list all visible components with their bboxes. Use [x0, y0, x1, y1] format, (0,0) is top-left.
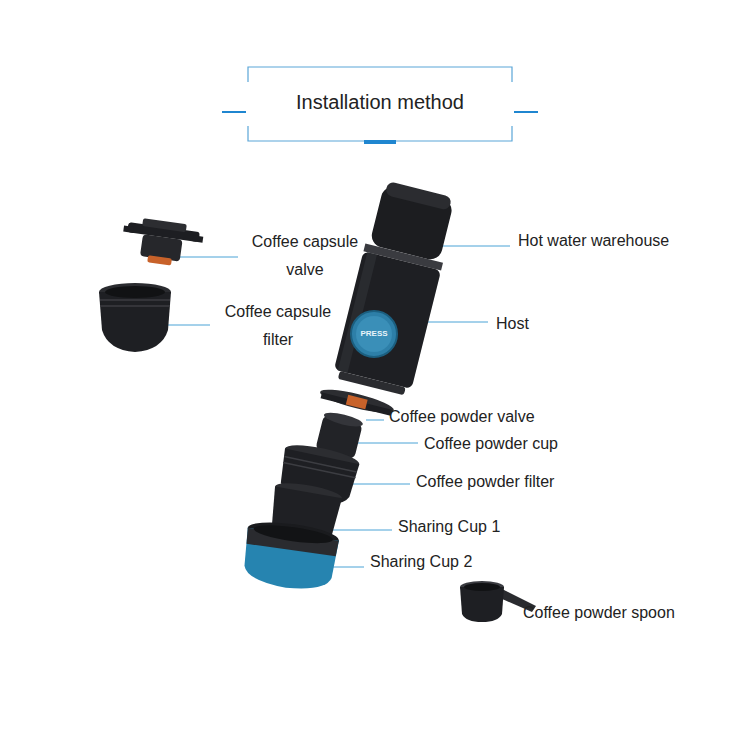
part-label: Coffee powder spoon: [523, 603, 675, 623]
part-label: Hot water warehouse: [518, 231, 669, 251]
part-label: Coffee powder filter: [416, 472, 554, 492]
title: Installation method: [250, 88, 510, 116]
button-text: PRESS: [354, 329, 394, 339]
part-label: Host: [496, 314, 529, 334]
host-body: [332, 179, 459, 396]
part-label: Sharing Cup 2: [370, 552, 472, 572]
part-label: Coffee powder valve: [389, 407, 535, 427]
part-label: Sharing Cup 1: [398, 517, 500, 537]
part-label: Coffee capsule filter: [215, 298, 341, 354]
part-label: Coffee powder cup: [424, 434, 558, 454]
capsule-valve: [119, 216, 204, 270]
leader-lines: [135, 246, 510, 567]
press-button: [351, 311, 397, 357]
title-frame: [222, 67, 538, 142]
capsule-filter: [99, 283, 171, 352]
sharing-cup-2: [240, 518, 340, 594]
part-label: Coffee capsule valve: [242, 228, 368, 284]
powder-valve: [318, 385, 395, 417]
